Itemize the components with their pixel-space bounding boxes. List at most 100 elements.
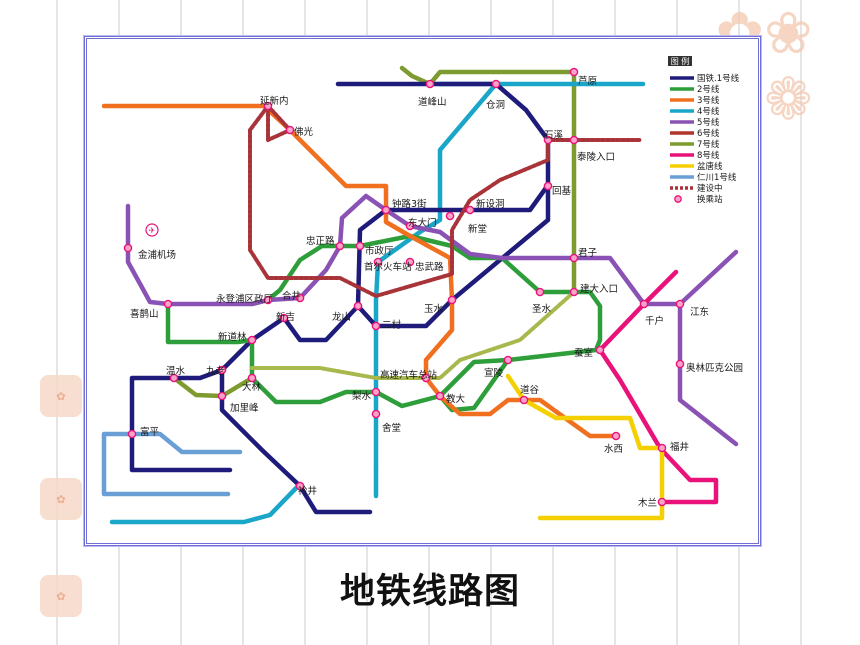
station-label: 二村 (382, 319, 402, 331)
transfer-station-dot (657, 443, 667, 453)
station-label: 市政厅 (365, 245, 394, 257)
construction-line-path (248, 104, 642, 298)
station-label: 道峰山 (418, 96, 447, 108)
transfer-station-dot (295, 481, 305, 491)
svg-text:✈: ✈ (149, 226, 156, 235)
station-label: 泰陵入口 (577, 151, 615, 163)
station-label: 木兰 (638, 497, 657, 509)
station-label: 钟路3街 (392, 198, 427, 210)
transfer-station-dot (163, 299, 173, 309)
transfer-station-dot (491, 79, 501, 89)
transfer-station-dot (425, 79, 435, 89)
station-label: 仓洞 (486, 99, 505, 111)
transfer-station-dot (373, 257, 383, 267)
legend-label: 盆唐线 (697, 161, 723, 172)
transfer-station-dot (127, 429, 137, 439)
incheon-line-1-path (101, 431, 243, 497)
transfer-station-dot (353, 301, 363, 311)
transfer-station-dot (675, 359, 685, 369)
station-label: 福井 (670, 441, 689, 453)
legend-label: 5号线 (697, 117, 720, 128)
line-1-path (219, 315, 373, 515)
legend-label: 换乘站 (697, 194, 723, 205)
legend-label: 6号线 (697, 128, 720, 139)
legend-label: 3号线 (697, 95, 720, 106)
station-label: 梨水 (352, 390, 372, 402)
seal-stamp-decoration: ✿ (40, 375, 82, 417)
line-1-path (281, 81, 551, 343)
line-2-path (249, 233, 473, 307)
station-label: 富平 (140, 426, 160, 438)
line-1-path (355, 182, 551, 329)
transfer-station-dot (295, 293, 305, 303)
transfer-station-dot (335, 241, 345, 251)
transfer-station-dot (465, 205, 475, 215)
transfer-station-dot (595, 345, 605, 355)
station-label: 水西 (604, 443, 623, 455)
transfer-station-dot (611, 431, 621, 441)
airport-icon: ✈ (145, 223, 159, 237)
transfer-station-dot (247, 335, 257, 345)
transfer-station-dot (569, 67, 579, 77)
transfer-station-dot (569, 287, 579, 297)
station-label: 奥林匹克公园 (686, 362, 743, 374)
station-label: 新堂 (468, 223, 487, 235)
line-3-path (101, 103, 619, 439)
legend-label: 仁川1号线 (697, 172, 737, 183)
station-label: 新设洞 (476, 198, 505, 210)
line-7-path (171, 375, 255, 399)
transfer-station-dot (217, 391, 227, 401)
transfer-station-dot (123, 243, 133, 253)
station-label: 东大门 (408, 217, 437, 229)
transfer-station-dot (355, 241, 365, 251)
transfer-station-dot (263, 295, 273, 305)
station-label: 新道林 (218, 331, 247, 343)
station-label: 加里峰 (230, 403, 259, 414)
map-frame (83, 35, 762, 547)
station-label: 蚕室 (574, 347, 593, 359)
line-5-path (125, 193, 739, 307)
line-7-path (399, 65, 577, 295)
station-label: 舍堂 (382, 422, 401, 434)
station-label: 石溪 (544, 129, 564, 141)
transfer-station-dot (535, 287, 545, 297)
station-label: 龙山 (332, 311, 351, 323)
transfer-station-dot (371, 387, 381, 397)
transfer-station-dot (217, 365, 227, 375)
line-5-path (677, 301, 739, 447)
line-4-path (109, 467, 379, 525)
legend-label: 国铁.1号线 (697, 73, 740, 84)
station-label: 江东 (690, 306, 709, 318)
transfer-station-dot (543, 135, 553, 145)
station-label: 大林 (242, 381, 262, 393)
station-label: 佛光 (294, 126, 314, 138)
construction-line-path (250, 290, 576, 380)
station-label: 九老 (206, 365, 226, 377)
station-label: 忠武路 (415, 261, 444, 273)
station-label: 建大入口 (580, 283, 618, 295)
line-1-path (129, 367, 233, 473)
station-label: 回基 (552, 185, 572, 197)
station-label: 宣陵 (484, 367, 504, 379)
transfer-station-dot (381, 205, 391, 215)
station-label: 芦原 (578, 76, 597, 87)
station-label: 道谷 (520, 384, 540, 396)
station-label: 合井 (282, 290, 301, 302)
map-legend: 图 例 国铁.1号线2号线3号线4号线5号线6号线7号线8号线盆唐线仁川1号线建… (668, 56, 740, 205)
station-label: 金浦机场 (138, 249, 176, 261)
transfer-station-dot (169, 373, 179, 383)
legend-title-box (668, 56, 692, 66)
transfer-station-dot (247, 373, 257, 383)
station-label: 教大 (446, 393, 466, 405)
station-label: 衿井 (298, 485, 317, 497)
station-label: 首尔火车站 (364, 261, 412, 273)
transfer-station-dot (263, 101, 273, 111)
legend-label: 建设中 (697, 183, 723, 194)
construction-line-path (266, 104, 292, 142)
transfer-station-dot (285, 125, 295, 135)
transfer-station-dot (503, 355, 513, 365)
legend-label: 7号线 (697, 139, 720, 150)
subway-map: ✈ 道峰山仓洞芦原延新内佛光石溪泰陵入口回基钟路3街新设洞东大门新堂忠正路市政厅… (101, 56, 743, 525)
bundang-line-path (505, 373, 665, 521)
transfer-station-dot (639, 299, 649, 309)
